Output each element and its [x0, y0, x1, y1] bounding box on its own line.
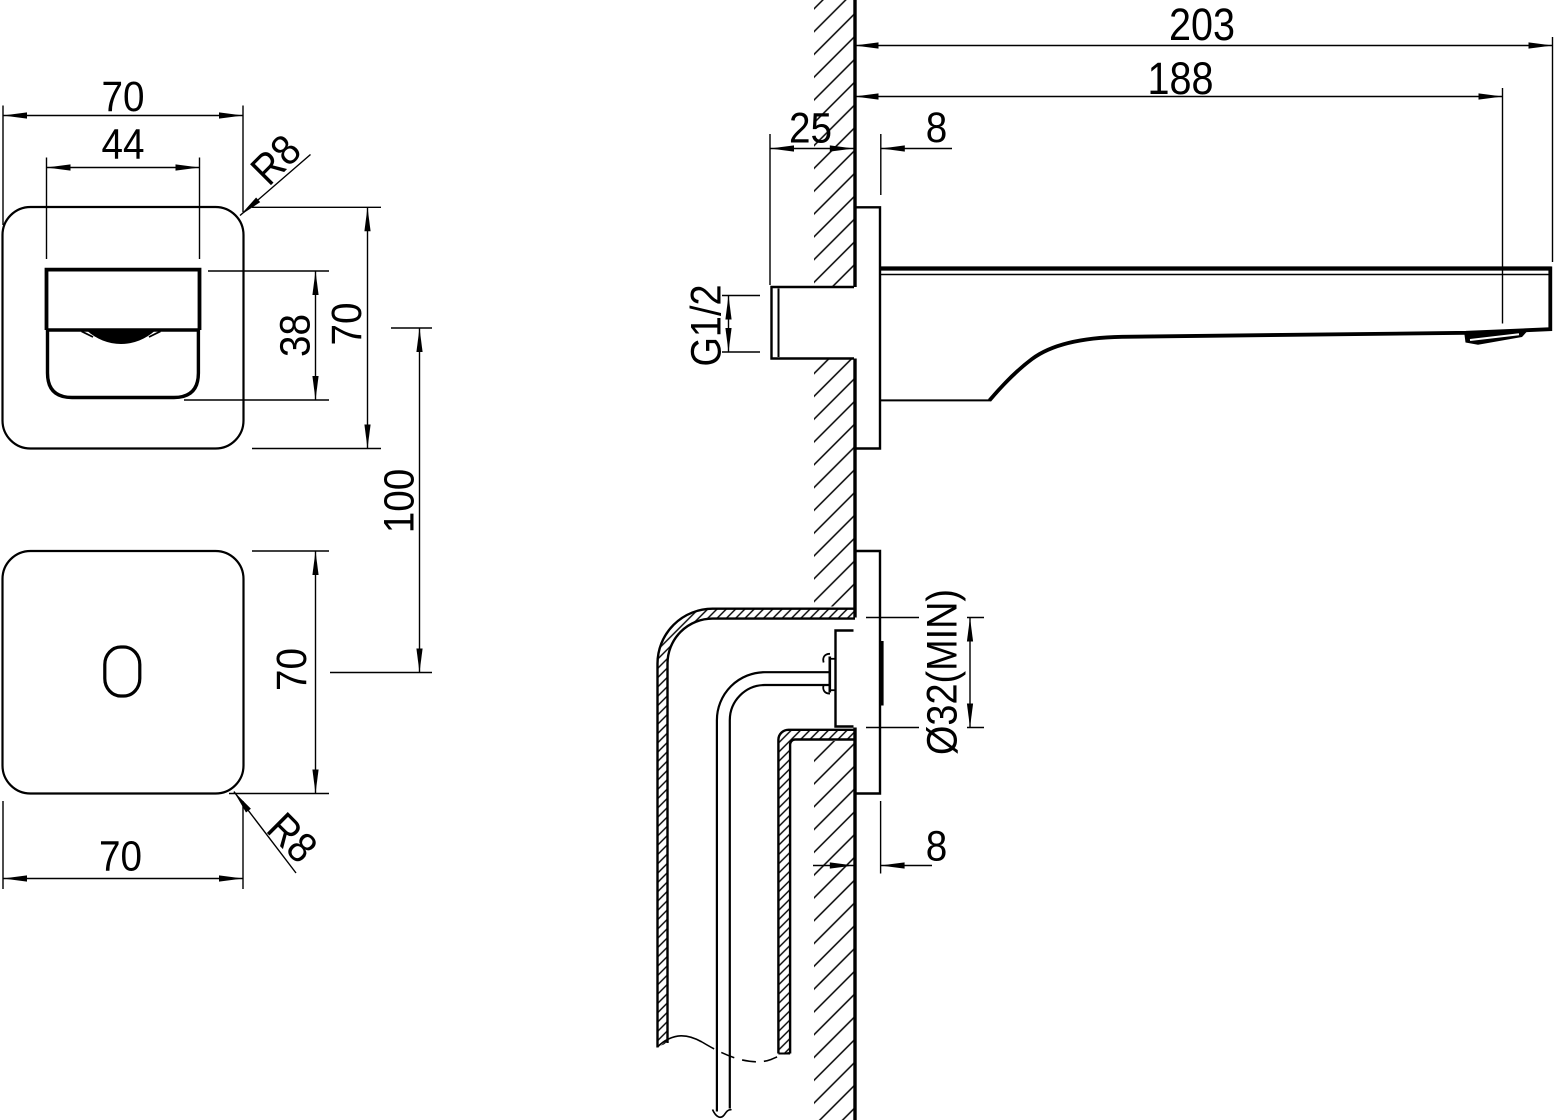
svg-text:25: 25	[789, 105, 832, 153]
svg-text:8: 8	[926, 823, 948, 871]
svg-text:44: 44	[102, 121, 145, 169]
svg-text:38: 38	[272, 314, 320, 357]
svg-text:G1/2: G1/2	[683, 285, 731, 367]
svg-text:Ø32(MIN): Ø32(MIN)	[919, 589, 967, 755]
svg-text:188: 188	[1148, 53, 1214, 104]
svg-text:R8: R8	[257, 804, 326, 873]
svg-text:8: 8	[926, 104, 948, 152]
svg-text:203: 203	[1169, 0, 1235, 50]
svg-text:R8: R8	[242, 126, 311, 195]
svg-text:70: 70	[102, 73, 145, 121]
svg-text:70: 70	[99, 833, 142, 881]
svg-text:70: 70	[323, 303, 371, 346]
svg-text:70: 70	[268, 648, 316, 691]
svg-text:100: 100	[376, 469, 424, 534]
